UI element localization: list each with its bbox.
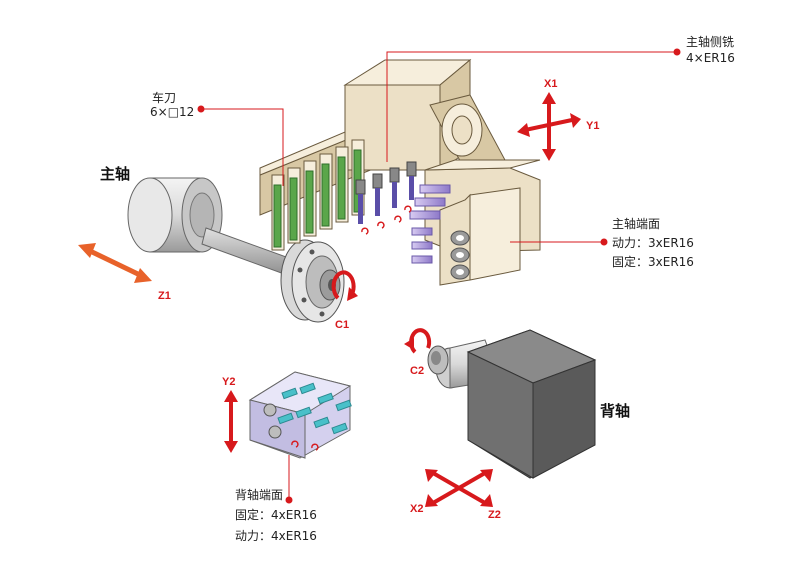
axis-label-y2: Y2 <box>222 376 235 388</box>
axis-label-c1: C1 <box>335 319 349 331</box>
axis-label-y1: Y1 <box>586 120 599 132</box>
sub-end-face-block <box>248 371 352 459</box>
sub-end-face-line2: 动力：4xER16 <box>235 529 317 543</box>
axis-label-z2: Z2 <box>488 509 501 521</box>
sub-spindle <box>427 329 597 479</box>
c1-rotation-arrow <box>331 270 358 301</box>
x2-z2-axis-cross <box>425 469 493 507</box>
sub-end-face-tools <box>277 382 352 435</box>
side-milling-tools <box>355 161 417 224</box>
tool-turret <box>259 58 541 286</box>
main-end-face-title: 主轴端面 <box>612 216 660 231</box>
main-side-milling-title: 主轴侧铣 <box>686 34 734 49</box>
y2-arrow <box>224 390 238 453</box>
leader-lines <box>197 48 681 504</box>
x1-y1-axis-cross <box>517 92 581 161</box>
main-spindle <box>127 177 345 323</box>
main-end-face-line1: 动力：3xER16 <box>612 236 694 250</box>
end-face-tools <box>409 184 451 264</box>
main-side-milling-spec: 4×ER16 <box>686 51 735 65</box>
turning-tool-spec: 6×□12 <box>150 105 194 119</box>
axis-label-c2: C2 <box>410 365 424 377</box>
sub-end-face-title: 背轴端面 <box>235 487 283 502</box>
main-end-face-line2: 固定：3xER16 <box>612 254 694 269</box>
axis-label-z1: Z1 <box>158 290 171 302</box>
axis-label-x1: X1 <box>544 78 557 90</box>
sub-end-face-line1: 固定：4xER16 <box>235 507 317 522</box>
rotation-marks <box>361 205 412 235</box>
c2-rotation-arrow <box>404 328 432 354</box>
turning-tool-title: 车刀 <box>152 90 176 105</box>
axis-label-x2: X2 <box>410 503 423 515</box>
main-spindle-label: 主轴 <box>100 165 130 183</box>
sub-spindle-label: 背轴 <box>600 402 630 420</box>
z1-arrow <box>78 243 152 283</box>
